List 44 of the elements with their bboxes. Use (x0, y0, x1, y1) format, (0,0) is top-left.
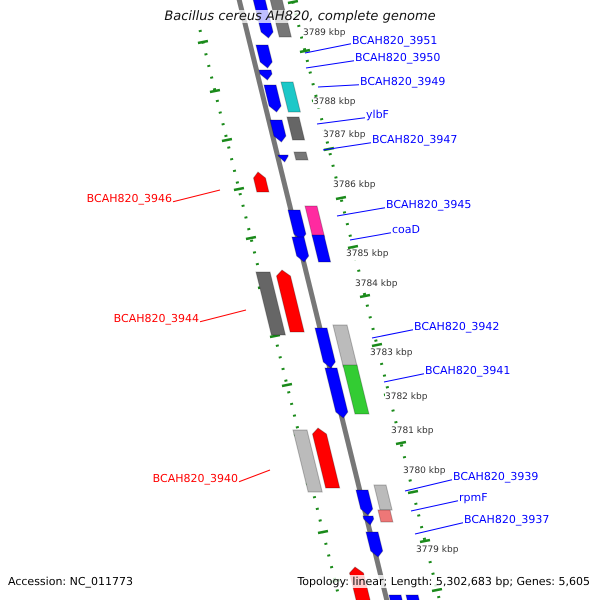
leader-line (336, 207, 386, 216)
leader-line (304, 43, 352, 54)
scale-label: 3782 kbp (385, 392, 428, 403)
leader-line (414, 522, 464, 534)
genome-summary-text: Topology: linear; Length: 5,302,683 bp; Genes: 5,605 (297, 575, 590, 588)
scale-label: 3783 kbp (370, 348, 412, 359)
leader-line (316, 117, 366, 124)
scale-label: 3787 kbp (323, 130, 366, 141)
gene-label: coaD (392, 223, 420, 236)
gene-label: BCAH820_3950 (355, 51, 440, 64)
gene-label: BCAH820_3947 (372, 133, 458, 146)
scale-label: 3779 kbp (416, 545, 458, 556)
scale-label: 3781 kbp (391, 426, 434, 437)
gene-label: BCAH820_3940 (152, 472, 238, 485)
diagram-title: Bacillus cereus AH820, complete genome (162, 10, 438, 23)
leader-line (172, 190, 220, 202)
leader-line (372, 329, 414, 338)
gene-label: BCAH820_3946 (86, 192, 172, 205)
gene-label: BCAH820_3944 (114, 312, 199, 325)
leader-line (238, 470, 270, 482)
leader-line (318, 84, 360, 88)
gene-label: BCAH820_3951 (352, 34, 438, 47)
gene-label: BCAH820_3939 (453, 470, 538, 483)
leader-line (384, 373, 424, 382)
leader-line (200, 310, 246, 322)
scale-label: 3780 kbp (403, 466, 446, 477)
leader-line (410, 500, 458, 512)
gene-label: BCAH820_3937 (464, 513, 550, 526)
gene-label: rpmF (459, 491, 488, 504)
leader-line (404, 479, 452, 492)
gene-label: BCAH820_3942 (414, 320, 500, 333)
gene-label: BCAH820_3941 (425, 364, 510, 377)
leader-line (350, 232, 392, 240)
scale-label: 3788 kbp (313, 97, 356, 108)
leader-line (306, 60, 354, 68)
scale-label: 3789 kbp (303, 28, 346, 39)
gene-label: BCAH820_3949 (360, 75, 446, 88)
accession-text: Accession: NC_011773 (8, 575, 134, 588)
gene-label: BCAH820_3945 (386, 198, 472, 211)
gene-label: ylbF (366, 108, 389, 121)
scale-label: 3785 kbp (346, 249, 388, 260)
leader-line (322, 142, 372, 150)
scale-label: 3784 kbp (355, 279, 398, 290)
scale-label: 3786 kbp (333, 180, 376, 191)
